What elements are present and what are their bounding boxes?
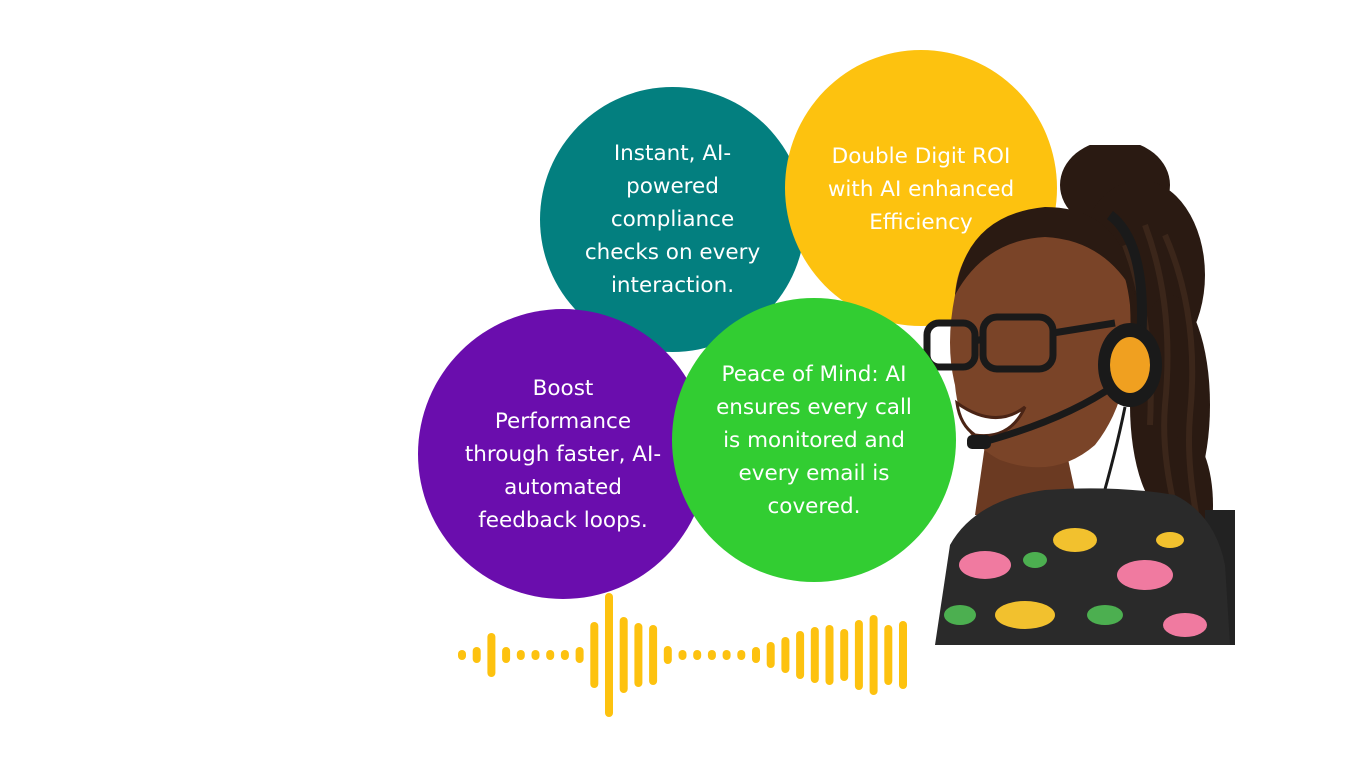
waveform-bar <box>766 642 775 668</box>
headset-agent-portrait-image <box>923 145 1235 645</box>
waveform-bar <box>531 650 540 660</box>
waveform-bar <box>810 627 819 683</box>
waveform-bar <box>869 615 878 695</box>
waveform-bar <box>605 593 613 717</box>
waveform-bar <box>825 625 834 685</box>
waveform-bar <box>707 650 716 660</box>
waveform-bar <box>487 633 496 677</box>
waveform-bar <box>663 646 672 664</box>
waveform-bar <box>737 650 746 660</box>
waveform-bar <box>590 622 599 688</box>
waveform-bar <box>575 647 584 663</box>
waveform-bar <box>693 650 702 660</box>
waveform-bar <box>502 647 511 663</box>
compliance-bubble-text: Instant, AI- powered compliance checks o… <box>584 141 761 298</box>
waveform-bar <box>722 650 731 660</box>
peace-of-mind-bubble: Peace of Mind: AI ensures every call is … <box>672 298 956 582</box>
waveform-bar <box>840 629 849 681</box>
waveform-bar <box>649 625 658 685</box>
waveform-bar <box>634 623 643 687</box>
peace-of-mind-bubble-text: Peace of Mind: AI ensures every call is … <box>716 361 912 519</box>
waveform-bar <box>796 631 805 679</box>
waveform-bar <box>472 647 481 663</box>
waveform-bar <box>781 637 790 673</box>
waveform-bar <box>560 650 569 660</box>
audio-waveform-icon <box>458 593 907 717</box>
waveform-bar <box>678 650 687 660</box>
waveform-bar <box>884 625 893 685</box>
waveform-bar <box>854 620 863 690</box>
roi-bubble-text: Double Digit ROI with AI enhanced Effici… <box>827 144 1015 235</box>
roi-bubble: Double Digit ROI with AI enhanced Effici… <box>785 50 1057 326</box>
boost-performance-bubble-text: Boost Performance through faster, AI- au… <box>464 375 662 533</box>
waveform-bar <box>899 621 907 689</box>
waveform-bar <box>619 617 628 693</box>
waveform-bar <box>516 650 525 660</box>
boost-performance-bubble: Boost Performance through faster, AI- au… <box>418 309 708 599</box>
compliance-bubble: Instant, AI- powered compliance checks o… <box>540 87 805 352</box>
waveform-bar <box>752 647 760 663</box>
waveform-bar <box>458 650 466 660</box>
waveform-bar <box>546 650 555 660</box>
